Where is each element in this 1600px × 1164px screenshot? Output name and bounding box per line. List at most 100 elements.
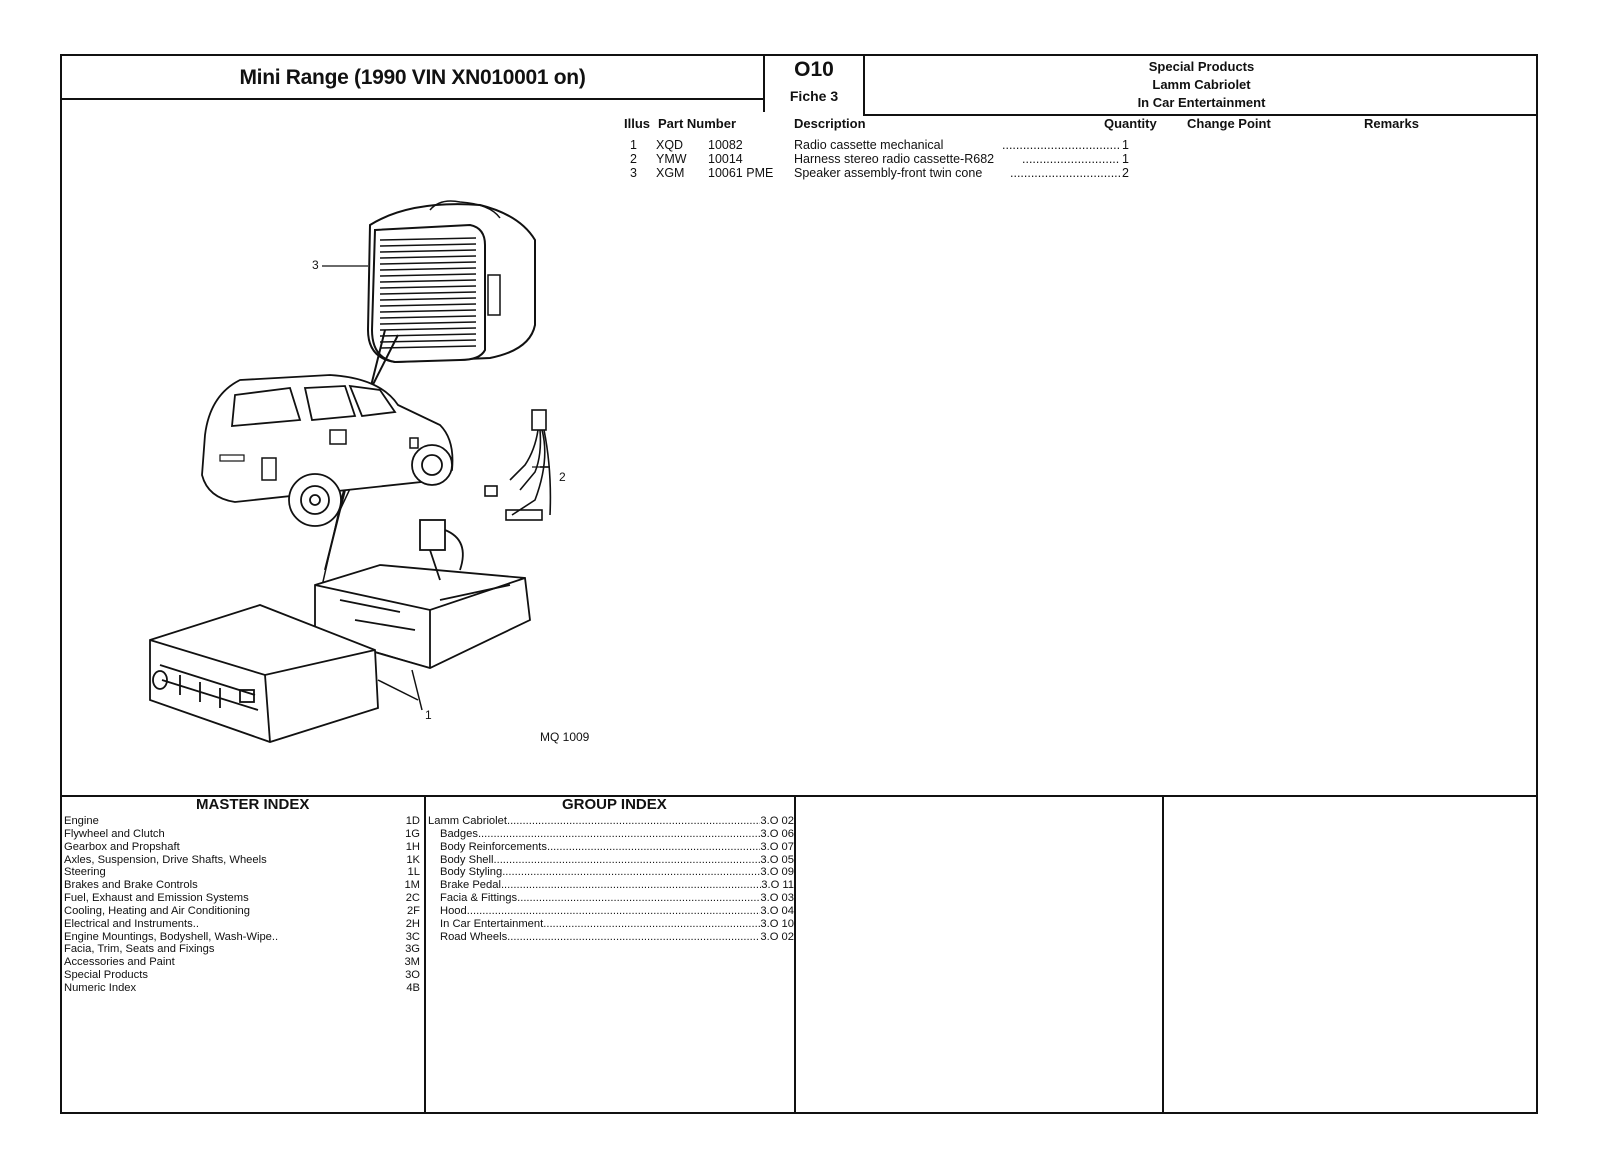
master-index-heading: MASTER INDEX (196, 796, 310, 813)
dot-leader (467, 905, 761, 918)
item-code: 3.O 04 (760, 904, 794, 917)
page-title: Mini Range (1990 VIN XN010001 on) (239, 66, 586, 89)
index-divider (60, 795, 1538, 797)
harness-illustration (484, 409, 552, 521)
group-index-item[interactable]: Facia & Fittings3.O 03 (428, 892, 794, 905)
illus-number: 3 (630, 166, 637, 180)
item-code: 1D (405, 815, 420, 827)
item-code: 2H (405, 917, 420, 930)
dot-leader (478, 828, 760, 841)
item-name: Engine Mountings, Bodyshell, Wash-Wipe.. (64, 930, 279, 943)
group-index-heading: GROUP INDEX (562, 796, 667, 813)
fiche-label: Fiche 3 (789, 88, 839, 104)
section-title: Special Products Lamm Cabriolet In Car E… (865, 58, 1538, 112)
item-name: Facia, Trim, Seats and Fixings (64, 943, 215, 956)
row-leader: .................................. (1022, 152, 1120, 166)
master-index-item[interactable]: Facia, Trim, Seats and Fixings 3G (64, 943, 420, 956)
callout-2: 2 (559, 470, 566, 484)
item-code: 3.O 05 (760, 853, 794, 866)
part-quantity: 1 (1122, 152, 1129, 166)
col-change-point: Change Point (1187, 116, 1271, 131)
item-code: 3.O 09 (760, 866, 794, 879)
master-index-item[interactable]: Axles, Suspension, Drive Shafts, Wheels 1… (64, 854, 420, 867)
item-name: Flywheel and Clutch (64, 827, 165, 840)
item-code: 1G (405, 827, 420, 840)
item-name: Gearbox and Propshaft (64, 840, 180, 853)
page-frame (60, 54, 1538, 1114)
fiche-box: O10 Fiche 3 (765, 56, 863, 104)
item-code: 3.O 07 (760, 840, 794, 853)
group-index-item[interactable]: Badges3.O 06 (428, 828, 794, 841)
group-index-item[interactable]: Hood3.O 04 (428, 905, 794, 918)
dot-leader (502, 866, 760, 879)
item-name: Axles, Suspension, Drive Shafts, Wheels (64, 853, 267, 866)
section-line: Special Products (1148, 59, 1255, 74)
col-illus: Illus (624, 116, 651, 131)
item-code: 3.O 02 (760, 815, 794, 827)
item-code: 1K (406, 853, 420, 866)
item-name: Brakes and Brake Controls (64, 879, 198, 892)
master-index-item[interactable]: Flywheel and Clutch 1G (64, 828, 420, 841)
item-name: Body Shell.. (440, 853, 500, 866)
group-index-item[interactable]: Body Reinforcements 3.O 07 (428, 841, 794, 854)
dot-leader (500, 854, 761, 867)
dot-leader (507, 815, 760, 828)
master-index-item[interactable]: Electrical and Instruments..2H (64, 918, 420, 931)
group-index-item[interactable]: Body Shell.. 3.O 05 (428, 854, 794, 867)
item-code: 3.O 10 (760, 917, 794, 930)
item-code: 3G (405, 943, 420, 956)
item-code: 3.O 03 (760, 892, 794, 905)
part-description: Speaker assembly-front twin cone (794, 166, 983, 180)
item-code: 3.O 02 (760, 930, 794, 943)
item-name: Brake Pedal (440, 879, 501, 892)
group-index-list: Lamm Cabriolet 3.O 02 Badges3.O 06 Body R… (428, 815, 794, 943)
part-quantity: 2 (1122, 166, 1129, 180)
item-code: 1H (405, 840, 420, 853)
part-prefix: XQD (656, 138, 684, 152)
fiche-code: O10 (794, 58, 834, 81)
col-quantity: Quantity (1104, 116, 1157, 131)
callout-1: 1 (425, 708, 432, 722)
illus-number: 2 (630, 152, 637, 166)
master-index-item[interactable]: Engine Mountings, Bodyshell, Wash-Wipe..… (64, 931, 420, 944)
group-index-item[interactable]: Road Wheels3.O 02 (428, 931, 794, 944)
group-index-item[interactable]: Body Styling 3.O 09 (428, 866, 794, 879)
callout-3: 3 (312, 258, 319, 272)
master-index-item[interactable]: Brakes and Brake Controls 1M (64, 879, 420, 892)
master-index-item[interactable]: Gearbox and Propshaft 1H (64, 841, 420, 854)
item-name: Cooling, Heating and Air Conditioning (64, 904, 250, 917)
item-name: In Car Entertainment (440, 917, 544, 930)
item-code: 1M (404, 879, 420, 892)
group-index-item[interactable]: Brake Pedal 3.O 11 (428, 879, 794, 892)
dot-leader (543, 918, 760, 931)
col-remarks: Remarks (1364, 116, 1419, 131)
col-description: Description (794, 116, 866, 131)
item-name: Numeric Index (64, 981, 137, 994)
item-name: Body Styling (440, 866, 503, 879)
item-code: 1L (407, 866, 420, 879)
item-name: Lamm Cabriolet (428, 815, 507, 827)
illus-number: 1 (630, 138, 637, 152)
item-name: Engine (64, 815, 99, 827)
section-line: In Car Entertainment (1137, 95, 1266, 110)
group-index-item[interactable]: Lamm Cabriolet 3.O 02 (428, 815, 794, 828)
item-code: 3.O 11 (761, 879, 794, 892)
item-name: Special Products (64, 969, 148, 982)
section-line: Lamm Cabriolet (1152, 77, 1251, 92)
item-name: Body Reinforcements (440, 840, 547, 853)
part-number: 10014 (708, 152, 743, 166)
col-part-number: Part Number (658, 116, 737, 131)
master-index-list: Engine 1D Flywheel and Clutch 1G Gearbox a… (64, 815, 420, 995)
dot-leader (517, 892, 760, 905)
item-name: Accessories and Paint (64, 956, 175, 969)
group-index-item[interactable]: In Car Entertainment 3.O 10 (428, 918, 794, 931)
master-index-item[interactable]: Engine 1D (64, 815, 420, 828)
header-divider-left (60, 98, 765, 100)
dot-leader (501, 879, 761, 892)
